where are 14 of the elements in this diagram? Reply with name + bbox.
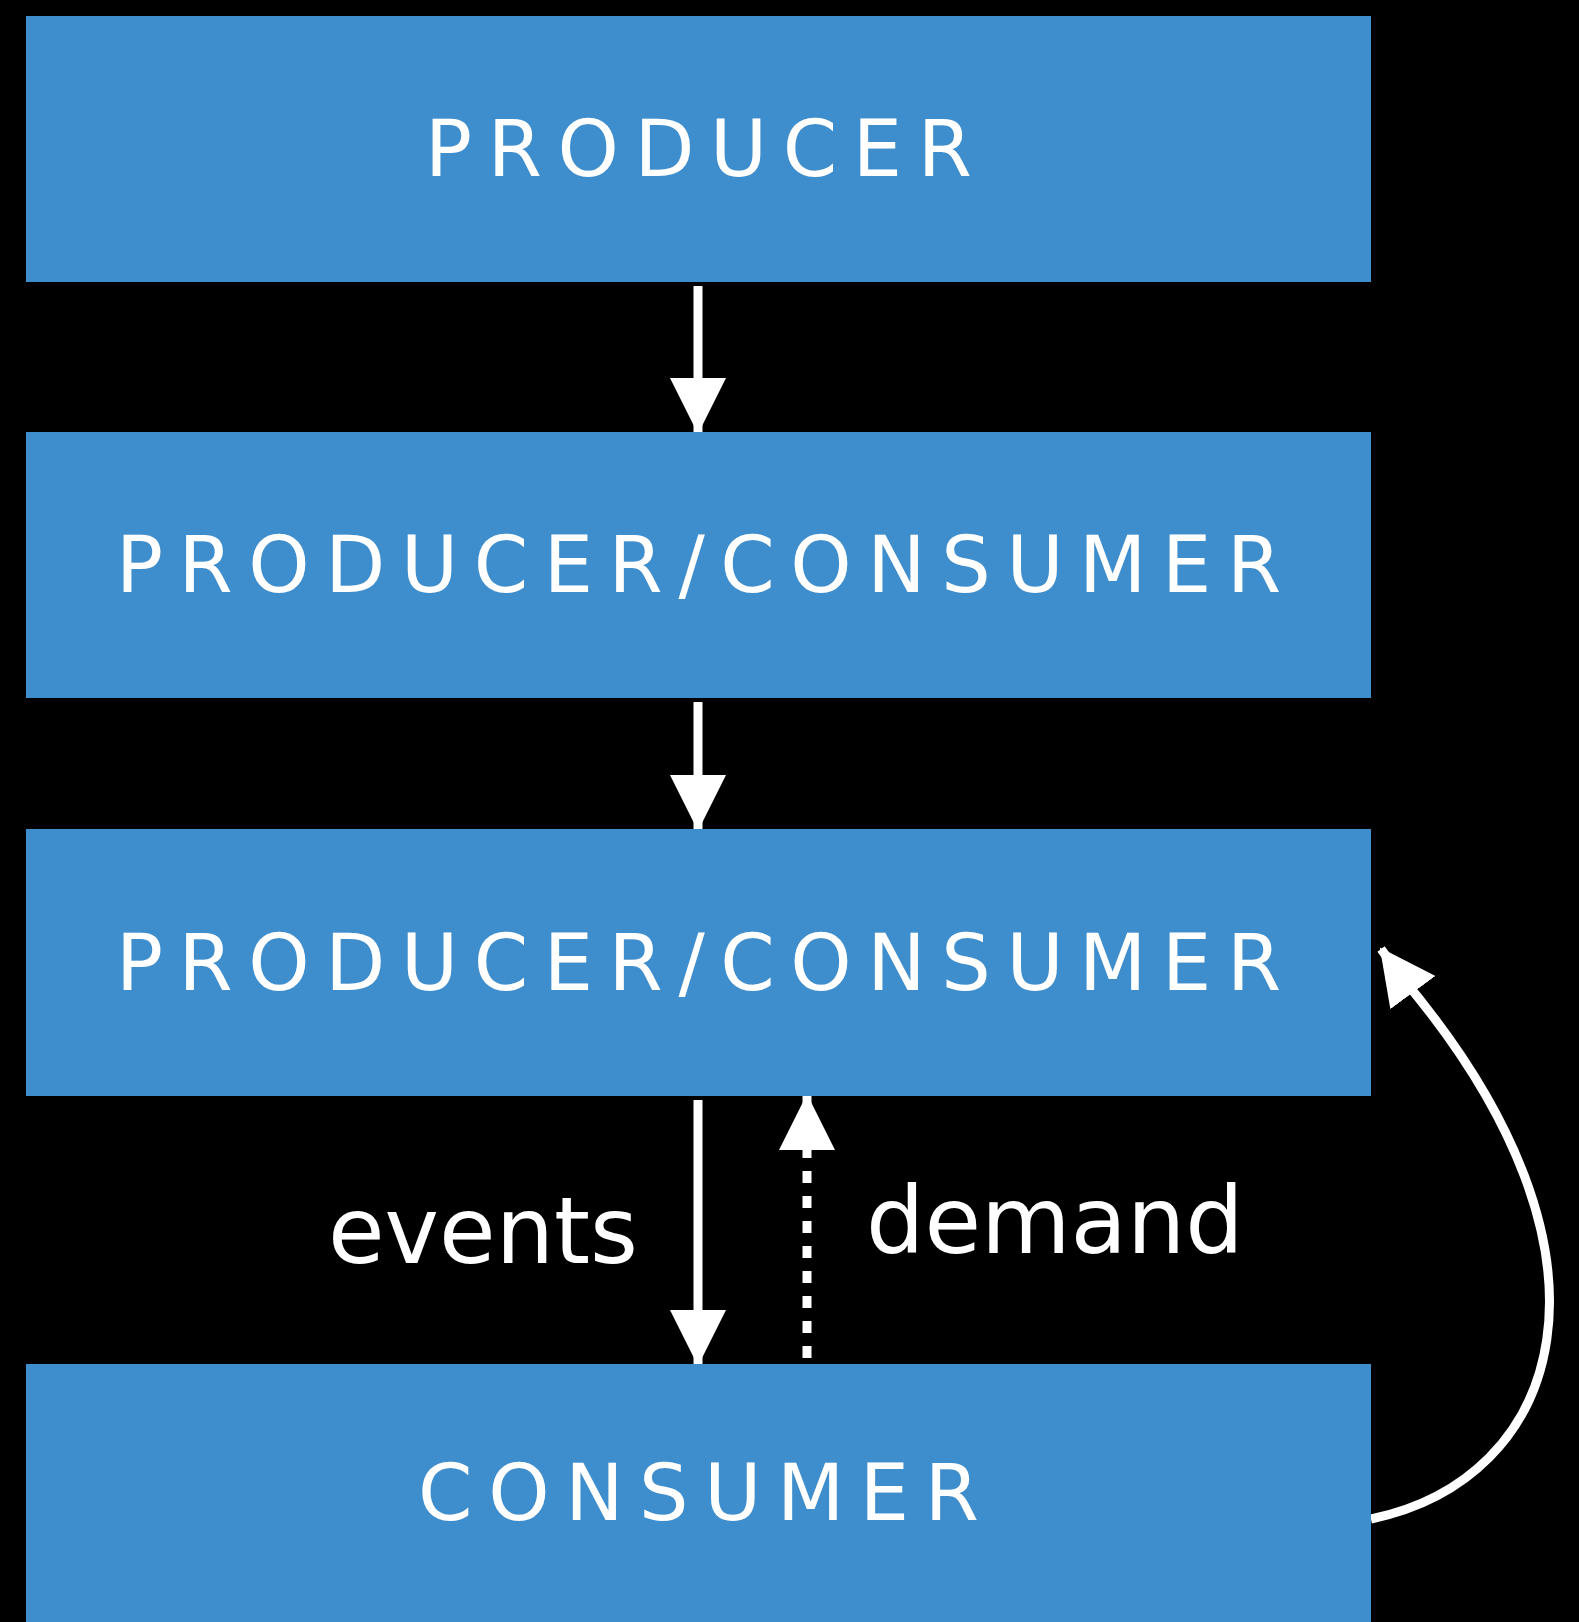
box-label: PRODUCER/CONSUMER — [115, 520, 1297, 610]
dotted-arrow — [779, 1094, 835, 1358]
box-label: CONSUMER — [418, 1448, 995, 1538]
box-label: PRODUCER — [425, 104, 988, 194]
process-box — [26, 1364, 1371, 1622]
edge-label: events — [328, 1186, 638, 1278]
process-box — [26, 432, 1371, 698]
process-box — [26, 829, 1371, 1096]
process-box — [26, 16, 1371, 282]
box-label: PRODUCER/CONSUMER — [115, 917, 1297, 1008]
edge-label: demand — [866, 1176, 1244, 1268]
arrow — [670, 702, 726, 831]
arrow — [670, 1100, 726, 1366]
arrow — [670, 286, 726, 434]
